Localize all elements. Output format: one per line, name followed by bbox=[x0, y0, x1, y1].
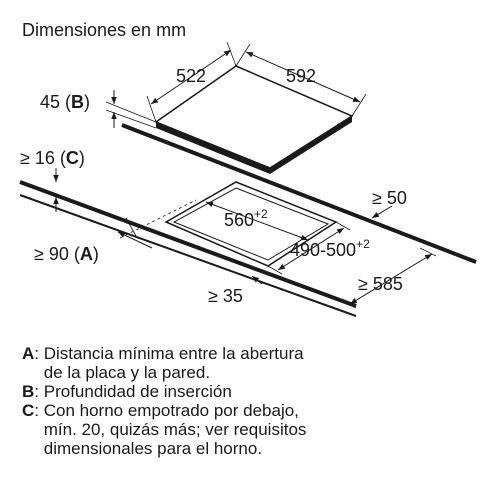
legend-text-b: Profundidad de inserción bbox=[43, 382, 232, 401]
gap-top-label: ≥ 16 (C) bbox=[20, 148, 85, 168]
hob-front-edge bbox=[156, 122, 270, 174]
hob-side-edge bbox=[270, 116, 352, 174]
wall-distance-dimension: ≥ 90 (A) bbox=[34, 217, 153, 264]
legend-key-c: C bbox=[22, 401, 35, 420]
hob-width-label: 522 bbox=[176, 66, 206, 86]
legend-item-a: A: Distancia mínima entre la abertura de… bbox=[22, 344, 304, 382]
insertion-depth-dimension: 45 (B) bbox=[40, 90, 157, 129]
cutout-width-label: 560+2 bbox=[224, 207, 268, 230]
worktop-left-top-edge bbox=[19, 180, 357, 308]
wall-distance-arrow bbox=[117, 231, 153, 249]
hob-depth-dimension: 592 bbox=[235, 43, 367, 117]
worktop bbox=[19, 123, 477, 317]
wall-distance-label: ≥ 90 (A) bbox=[34, 244, 99, 264]
edge-right-label: ≥ 50 bbox=[372, 188, 407, 208]
hob-depth-label: 592 bbox=[286, 66, 316, 86]
legend-item-c: C: Con horno empotrado por debajo, mín. … bbox=[22, 401, 307, 458]
legend: A: Distancia mínima entre la abertura de… bbox=[22, 344, 492, 458]
counter-depth-dimension: ≥ 585 bbox=[341, 247, 437, 309]
installation-diagram: Dimensiones en mm 522 592 45 (B) bbox=[19, 20, 477, 317]
edge-right-dimension: ≥ 50 bbox=[371, 188, 407, 219]
counter-depth-label: ≥ 585 bbox=[358, 274, 403, 294]
legend-item-b: B: Profundidad de inserción bbox=[22, 382, 232, 401]
legend-text-a: Distancia mínima entre la abertura de la… bbox=[43, 344, 304, 382]
gap-top-dimension: ≥ 16 (C) bbox=[20, 148, 85, 212]
legend-key-b: B bbox=[22, 382, 35, 401]
edge-front-arrow bbox=[251, 275, 263, 285]
legend-key-a: A bbox=[22, 344, 35, 363]
worktop-left-bottom-edge bbox=[19, 194, 357, 317]
legend-text-c: Con horno empotrado por debajo, mín. 20,… bbox=[43, 401, 307, 458]
edge-front-label: ≥ 35 bbox=[208, 286, 243, 306]
diagram-title: Dimensiones en mm bbox=[22, 20, 186, 40]
hob-width-dimension: 522 bbox=[146, 41, 237, 123]
edge-right-arrow bbox=[371, 205, 393, 219]
worktop-back-top-edge bbox=[121, 123, 477, 264]
cutout-depth-arrow bbox=[277, 227, 345, 271]
cutout-depth-label: 490-500+2 bbox=[290, 237, 370, 260]
counter-depth-arrow bbox=[349, 253, 433, 305]
insertion-depth-label: 45 (B) bbox=[40, 92, 90, 112]
hob-width-arrow bbox=[150, 49, 232, 105]
cutout-depth-dimension: 490-500+2 bbox=[267, 221, 370, 275]
worktop-wall-hint bbox=[119, 199, 197, 239]
hob-depth-arrow bbox=[245, 51, 361, 103]
edge-front-dimension: ≥ 35 bbox=[208, 275, 263, 306]
